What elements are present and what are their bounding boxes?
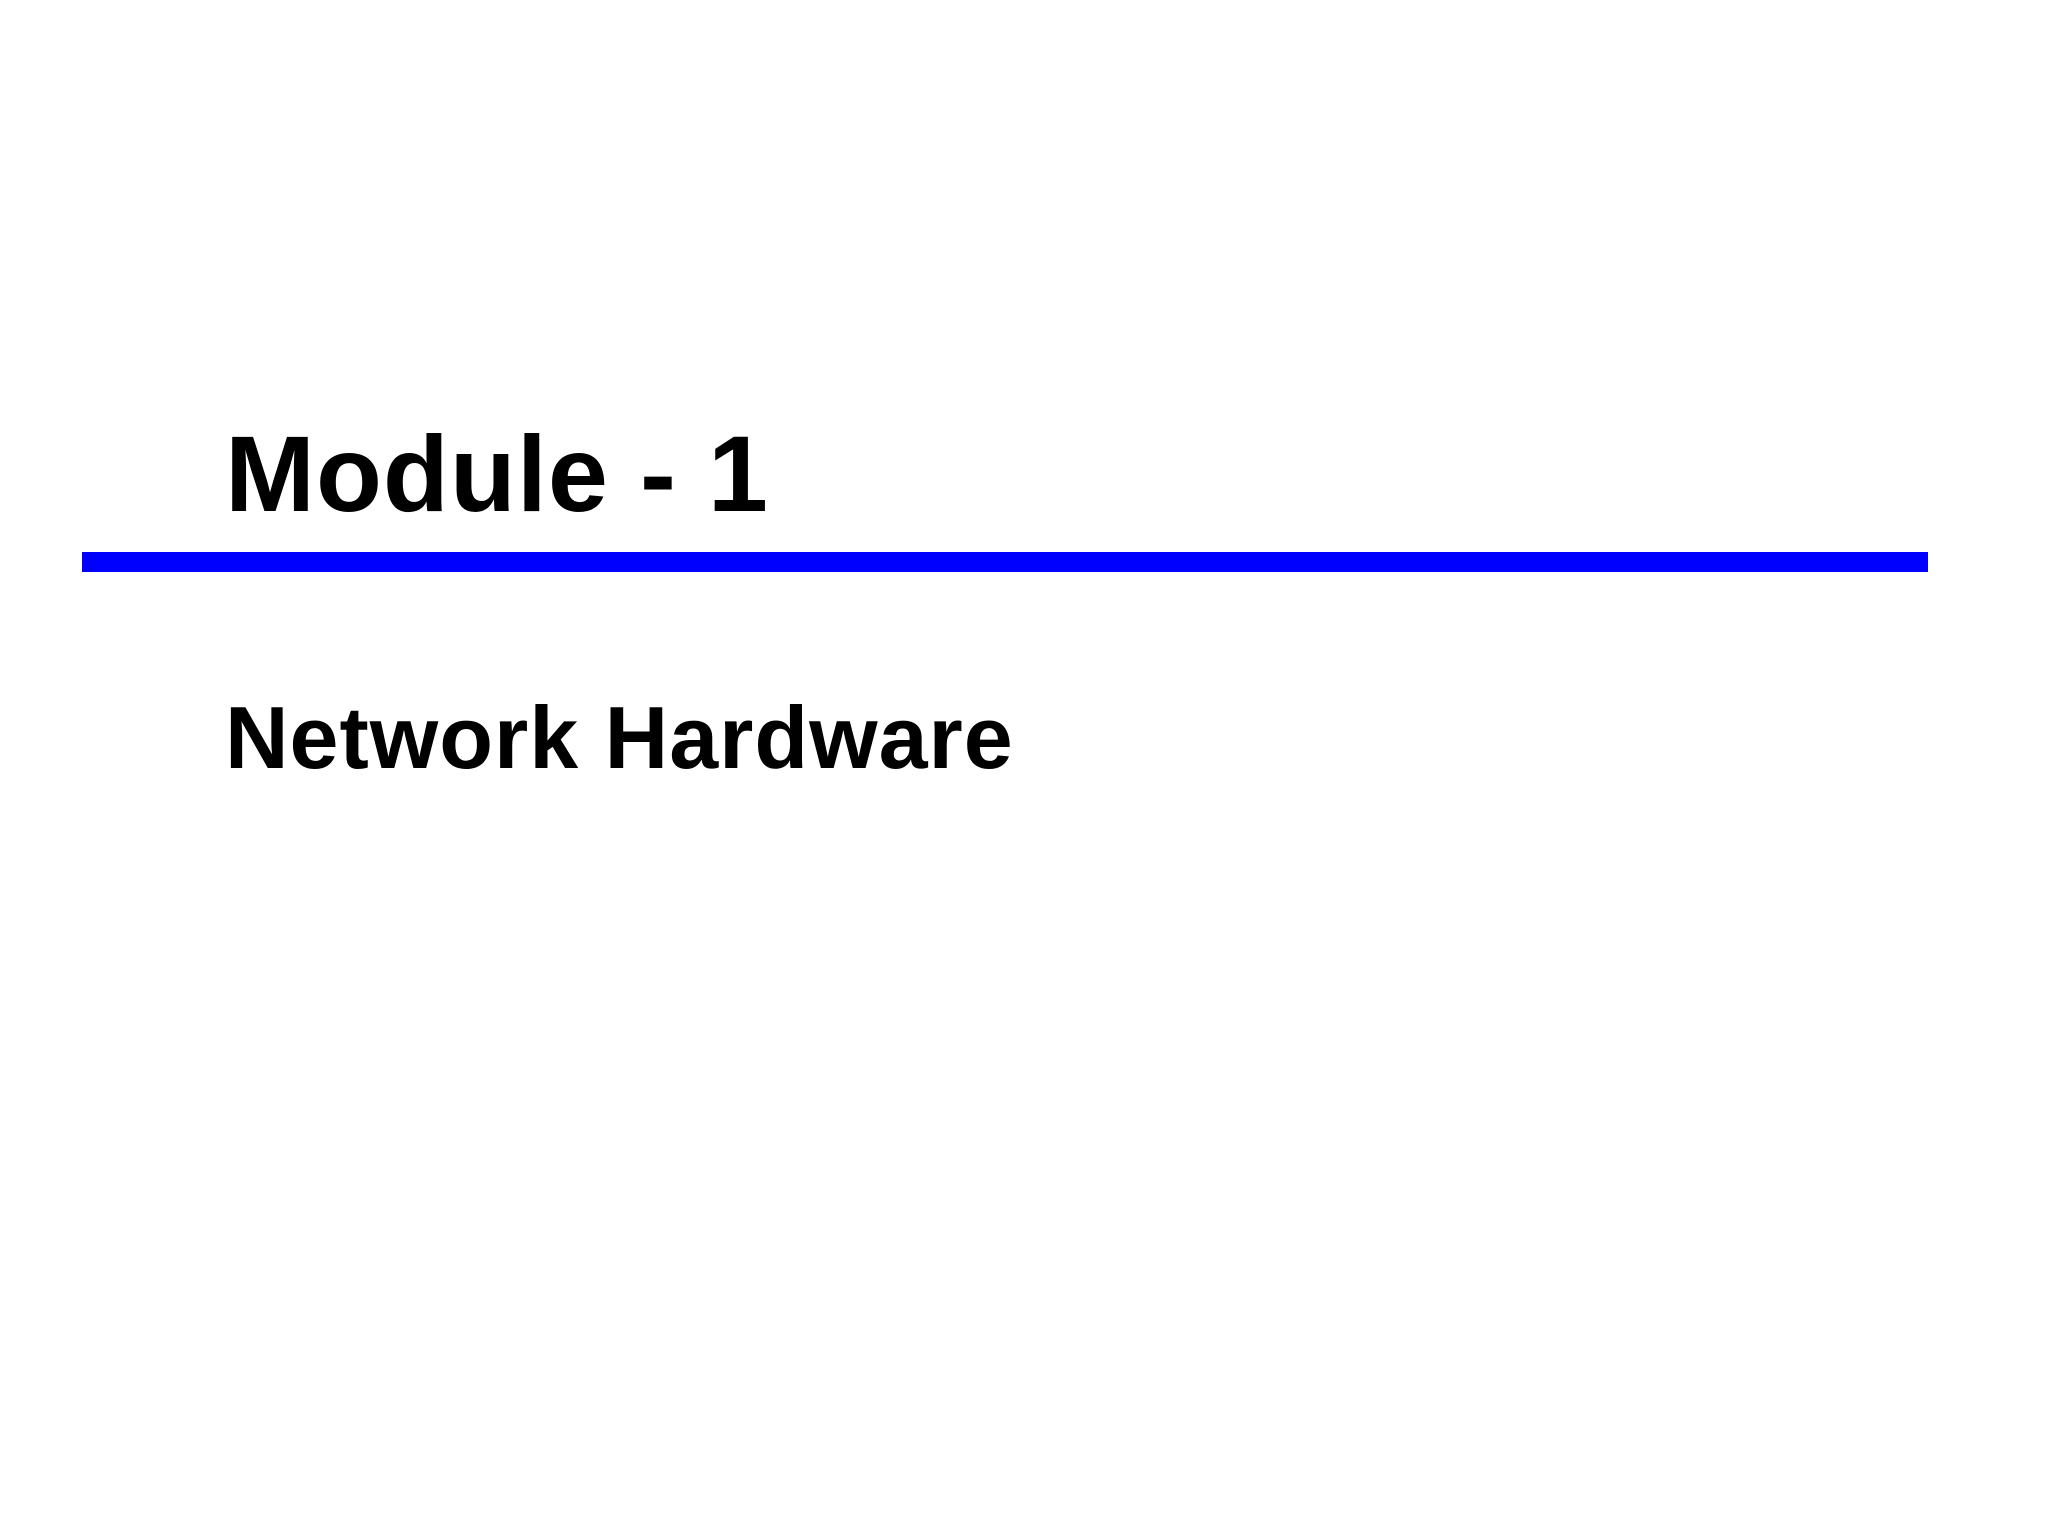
slide-title: Module - 1 — [225, 413, 769, 534]
title-divider — [82, 552, 1928, 572]
slide-subtitle: Network Hardware — [225, 688, 1014, 787]
